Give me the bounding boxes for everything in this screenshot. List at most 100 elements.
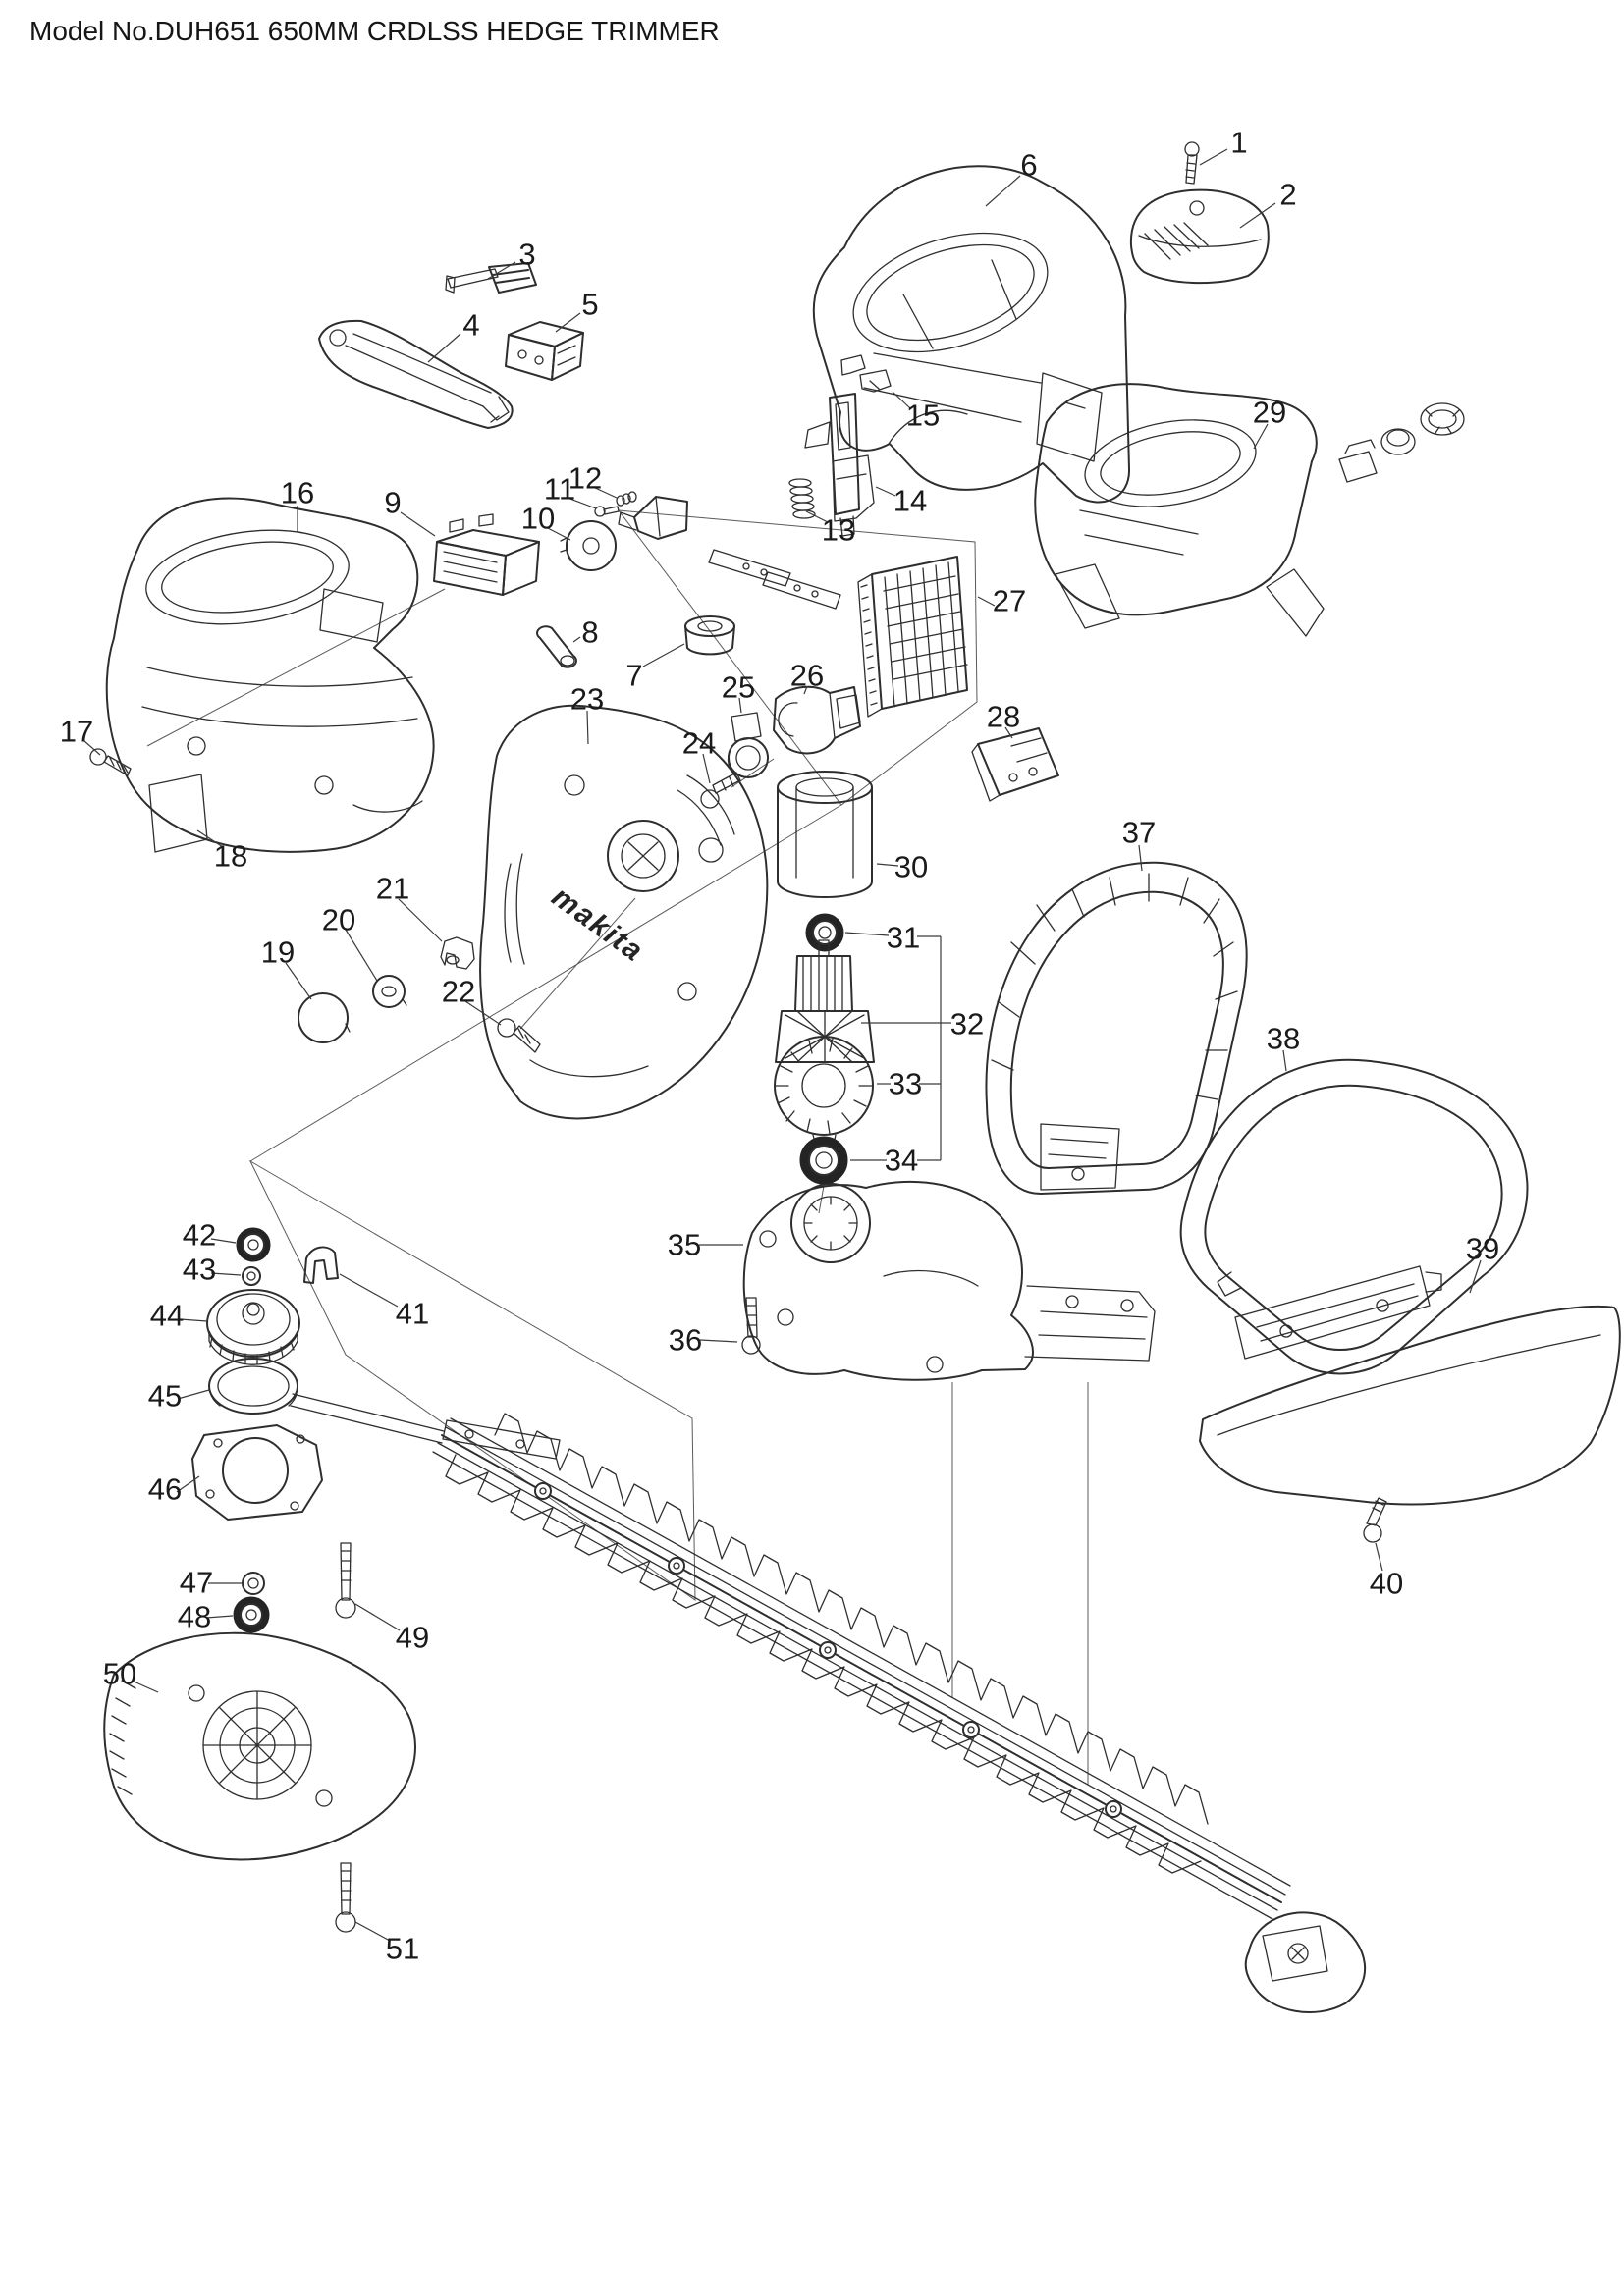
part-label-14: 14	[893, 484, 927, 518]
part-12-leader-line	[592, 486, 618, 499]
part-9-drawing	[433, 513, 540, 596]
part-29-drawing	[1034, 383, 1325, 637]
part-29-leader-line	[1253, 423, 1269, 450]
part-26-leader-line	[803, 685, 808, 695]
part-16-drawing	[105, 497, 435, 853]
part-22-drawing	[497, 1018, 541, 1053]
part-label-48: 48	[178, 1600, 211, 1634]
part-9-leader-line	[400, 511, 436, 537]
part-18-leader-line	[196, 829, 224, 848]
part-label-6: 6	[1020, 148, 1037, 183]
part-51-leader-line	[354, 1921, 391, 1942]
part-label-22: 22	[442, 975, 475, 1009]
part-42-drawing	[236, 1227, 271, 1262]
part-43-leader-line	[210, 1272, 242, 1276]
part-15-drawing	[840, 354, 892, 393]
part-label-42: 42	[183, 1218, 216, 1253]
part-44-drawing	[206, 1289, 300, 1365]
part-46-drawing	[191, 1424, 323, 1521]
part-label-24: 24	[682, 726, 716, 761]
part-13-leader-line	[805, 510, 829, 523]
part-11-leader-line	[567, 497, 597, 509]
part-label-12: 12	[568, 461, 602, 496]
part-21-drawing	[440, 936, 475, 970]
part-13-drawing	[788, 478, 816, 519]
part-label-32: 32	[950, 1007, 984, 1041]
part-label-41: 41	[396, 1297, 429, 1331]
part-label-27: 27	[993, 584, 1026, 618]
part-label-11: 11	[544, 472, 575, 507]
part-24-leader-line	[702, 753, 711, 784]
part-label-17: 17	[60, 715, 93, 749]
part-43-drawing	[242, 1266, 261, 1286]
part-8-leader-line	[572, 636, 581, 643]
part-23-leader-line	[586, 710, 589, 745]
part-label-5: 5	[581, 288, 598, 322]
page-title: Model No.DUH651 650MM CRDLSS HEDGE TRIMM…	[29, 16, 720, 46]
part-31-drawing	[805, 913, 844, 952]
part-label-28: 28	[987, 700, 1020, 734]
part-29-small-block	[1338, 439, 1378, 483]
part-40-leader-line	[1375, 1542, 1383, 1572]
blade-assembly-drawing	[290, 1393, 1367, 2014]
part-28-leader-line	[1004, 726, 1013, 739]
part-8-drawing	[536, 625, 577, 668]
part-29-grommet	[1380, 428, 1416, 455]
part-label-23: 23	[570, 682, 604, 717]
part-38-leader-line	[1282, 1049, 1287, 1072]
part-label-2: 2	[1279, 178, 1296, 212]
part-1-drawing	[1184, 141, 1200, 185]
part-label-13: 13	[822, 513, 855, 548]
part-20-drawing	[372, 975, 407, 1008]
part-label-18: 18	[214, 839, 247, 874]
part-1-leader-line	[1199, 148, 1228, 166]
part-44-leader-line	[179, 1318, 208, 1322]
part-14-drawing	[804, 393, 875, 537]
part-label-3: 3	[518, 238, 535, 272]
switch-plate-b	[762, 571, 841, 610]
part-49-leader-line	[354, 1603, 401, 1631]
part-2-drawing	[1129, 188, 1270, 285]
part-48-leader-line	[205, 1615, 234, 1619]
part-39-drawing	[1199, 1305, 1621, 1506]
part-40-drawing	[1363, 1497, 1387, 1543]
part-17-leader-line	[83, 740, 101, 756]
part-47-drawing	[242, 1572, 265, 1595]
part-12-drawing	[616, 491, 637, 507]
part-35-drawing	[742, 1180, 1156, 1381]
part-14-leader-line	[875, 486, 896, 497]
part-48-drawing	[233, 1596, 270, 1633]
part-31-leader-line	[844, 932, 890, 936]
part-30-leader-line	[876, 863, 899, 867]
part-17-drawing	[89, 748, 132, 776]
part-label-16: 16	[281, 476, 314, 510]
part-36-leader-line	[699, 1339, 738, 1343]
reference-lines	[146, 509, 1089, 1785]
part-5-leader-line	[555, 312, 581, 333]
part-34-drawing	[799, 1136, 848, 1185]
part-6-drawing	[812, 165, 1131, 504]
part-25-leader-line	[738, 697, 742, 714]
part-label-1: 1	[1230, 126, 1247, 160]
part-label-34: 34	[885, 1144, 918, 1178]
part-label-50: 50	[103, 1657, 136, 1691]
part-label-10: 10	[521, 502, 555, 536]
part-42-leader-line	[210, 1238, 237, 1244]
part-27-drawing	[857, 556, 968, 718]
part-25-drawing	[727, 712, 769, 778]
part-51-drawing	[335, 1862, 356, 1933]
part-36-drawing	[741, 1297, 761, 1355]
part-27-leader-line	[977, 596, 996, 607]
part-46-leader-line	[176, 1475, 200, 1493]
part-18-drawing	[148, 774, 208, 853]
part-label-46: 46	[148, 1472, 182, 1507]
makita-logo: makita	[546, 881, 650, 969]
part-39-leader-line	[1469, 1259, 1482, 1294]
part-45-drawing	[208, 1358, 298, 1415]
part-19-drawing	[298, 992, 351, 1043]
part-10-drawing	[560, 520, 617, 571]
part-label-7: 7	[625, 659, 642, 693]
part-10-leader-line	[545, 526, 571, 541]
part-28-drawing	[971, 727, 1059, 802]
